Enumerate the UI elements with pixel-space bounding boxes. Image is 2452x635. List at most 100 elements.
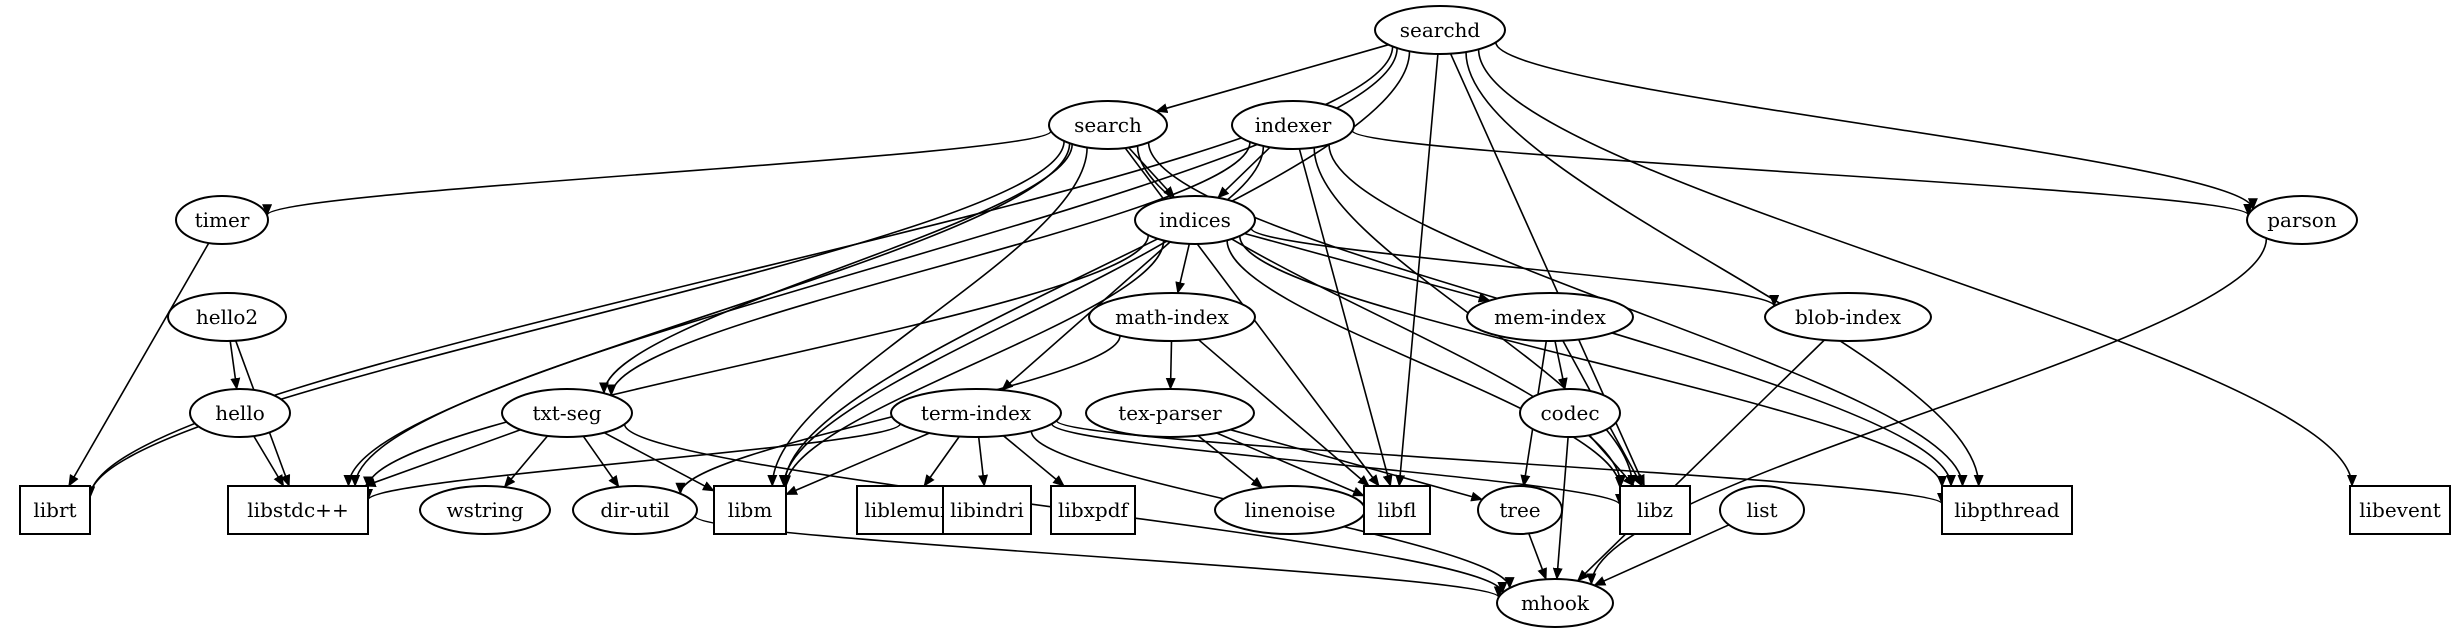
edge-line [363, 235, 1150, 489]
node-ellipse [1764, 292, 1932, 342]
node-ellipse [167, 292, 287, 342]
node-parson: parson [2246, 195, 2358, 245]
edge-line [781, 240, 1165, 488]
node-box [713, 485, 787, 535]
node-box [19, 485, 91, 535]
node-box [1941, 485, 2073, 535]
node-label: tree [1499, 498, 1540, 522]
edge-line [262, 130, 1052, 217]
edge-line [1175, 243, 1191, 295]
edge-line [1165, 340, 1176, 390]
node-ellipse [501, 388, 633, 438]
edge-line [1055, 419, 1947, 505]
node-hello2: hello2 [167, 292, 287, 342]
node-indexer: indexer [1231, 100, 1355, 150]
node-tex-parser: tex-parser [1085, 388, 1255, 438]
edge-line [1351, 129, 2253, 216]
edge-line [1554, 340, 1568, 391]
node-label: libxpdf [1058, 498, 1129, 522]
node-libstdcpp: libstdc++ [227, 485, 369, 535]
edge-search-to-timer [262, 130, 1052, 217]
node-label: liblemur [864, 498, 950, 522]
edge-line [363, 429, 521, 487]
edge-tex_parser-to-linenoise [1197, 434, 1264, 489]
node-box [2349, 485, 2451, 535]
edge-math_index-to-libfl [1197, 339, 1370, 487]
edge-list-to-mhook [1593, 524, 1730, 587]
node-label: math-index [1115, 305, 1229, 329]
node-label: list [1746, 498, 1777, 522]
edge-line [1197, 339, 1370, 487]
edge-search-to-indices [1128, 146, 1176, 199]
edge-hello-to-libstdcpp [253, 435, 285, 487]
edge-parson-to-mhook [1586, 238, 2268, 586]
edge-line [923, 436, 960, 487]
node-label: wstring [446, 498, 523, 522]
node-label: mem-index [1494, 305, 1606, 329]
node-box [1619, 485, 1691, 535]
edge-indexer-to-libpthread [1328, 144, 1968, 487]
edge-searchd-to-libpthread [1465, 51, 1984, 487]
edge-line [785, 432, 930, 496]
edge-line [1586, 238, 2268, 586]
edge-term_index-to-libxpdf [1002, 435, 1065, 487]
edge-txt_seg-to-wstring [503, 435, 549, 488]
node-box [1050, 485, 1136, 535]
edge-indices-to-libz [1226, 240, 1625, 489]
node-label: txt-seg [532, 401, 601, 425]
node-txt-seg: txt-seg [501, 388, 633, 438]
edge-line [1328, 144, 1968, 487]
node-label: mhook [1521, 591, 1590, 615]
node-ellipse [890, 388, 1062, 438]
edge-indexer-to-libm [778, 145, 1265, 487]
node-label: searchd [1400, 18, 1481, 42]
edge-line [253, 435, 285, 487]
node-blob-index: blob-index [1764, 292, 1932, 342]
edge-line [1128, 146, 1176, 199]
node-linenoise: linenoise [1214, 485, 1366, 535]
node-hello: hello [189, 388, 291, 438]
node-ellipse [1048, 100, 1168, 150]
edge-indexer-to-parson [1351, 129, 2253, 216]
node-mem-index: mem-index [1466, 292, 1634, 342]
edge-mem_index-to-codec [1554, 340, 1568, 391]
edge-line [582, 435, 620, 488]
edge-math_index-to-tex_parser [1165, 340, 1176, 390]
node-box [1363, 485, 1431, 535]
node-label: libm [728, 498, 773, 522]
edge-line [1155, 43, 1389, 113]
node-ellipse [1519, 388, 1621, 438]
edge-timer-to-librt [68, 242, 210, 487]
node-box [856, 485, 958, 535]
node-codec: codec [1519, 388, 1621, 438]
node-wstring: wstring [419, 485, 551, 535]
edge-search-to-libm [767, 147, 1088, 487]
edge-indices-to-libstdcpp [363, 235, 1150, 489]
edge-hello2-to-hello [229, 340, 241, 391]
node-label: linenoise [1245, 498, 1336, 522]
edge-search-to-libstdcpp [343, 143, 1071, 487]
edge-indices-to-blob_index [1250, 227, 1779, 307]
edge-indices-to-libpthread [1239, 235, 1947, 488]
node-ellipse [1085, 388, 1255, 438]
edge-line [599, 144, 1073, 395]
edge-line [1226, 240, 1625, 489]
edge-search-to-txt_seg [599, 144, 1073, 395]
edge-line [1477, 49, 2357, 487]
node-label: blob-index [1795, 305, 1902, 329]
node-tree: tree [1477, 485, 1563, 535]
node-mhook: mhook [1496, 578, 1614, 628]
node-ellipse [1231, 100, 1355, 150]
edge-line [1495, 42, 2258, 211]
node-timer: timer [175, 195, 269, 245]
edge-indices-to-mem_index [1244, 232, 1491, 303]
node-box [227, 485, 369, 535]
edge-line [767, 147, 1088, 487]
edge-line [85, 140, 1065, 499]
node-label: libindri [950, 498, 1024, 522]
node-search: search [1048, 100, 1168, 150]
node-ellipse [572, 485, 698, 535]
edge-line [779, 51, 1411, 487]
node-ellipse [1477, 485, 1563, 535]
